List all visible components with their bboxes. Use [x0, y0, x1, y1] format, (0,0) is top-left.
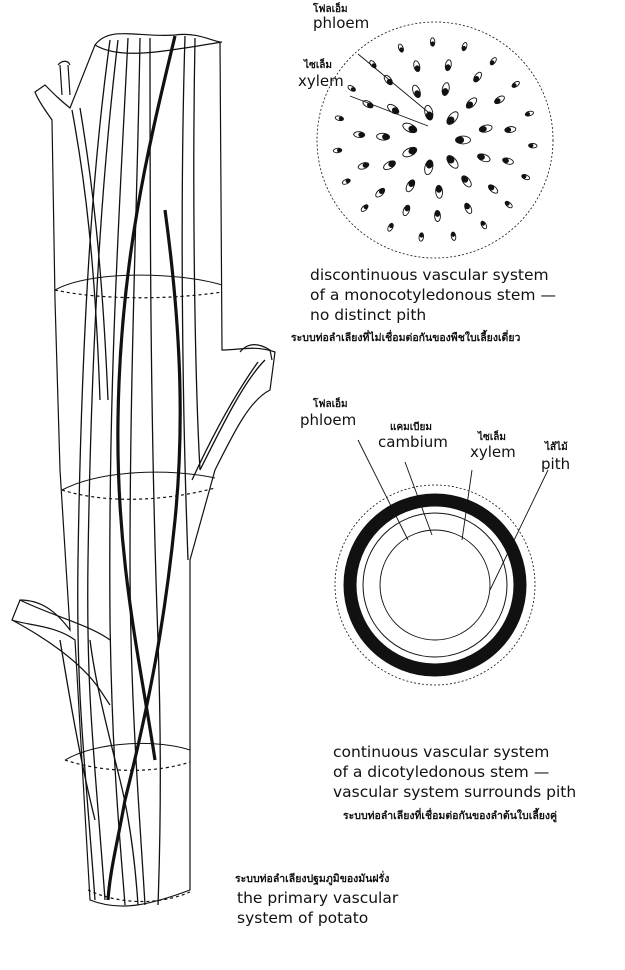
vascular-bundle — [461, 42, 468, 51]
dicot-cambium-label: cambium — [378, 433, 448, 451]
dicot-xylem-ring — [363, 513, 507, 657]
vascular-bundle — [489, 56, 498, 65]
dicot-pith-boundary — [380, 530, 490, 640]
vascular-bundle — [374, 187, 386, 199]
section-ring-1 — [55, 290, 222, 298]
mono-caption-line-2: of a monocotyledonous stem — — [310, 285, 556, 305]
vascular-bundle — [451, 232, 457, 241]
stem-top-cut — [95, 42, 222, 53]
mono-xylem-pointer — [350, 96, 428, 126]
vascular-bundle — [465, 96, 479, 110]
vascular-bundle — [387, 223, 395, 233]
vascular-bundle — [357, 161, 369, 170]
vascular-bundle — [411, 84, 422, 99]
vascular-bundle — [463, 202, 473, 214]
potato-caption-thai: ระบบท่อลำเลียงปฐมภูมิของมันฝรั่ง — [235, 870, 389, 887]
vascular-bundle — [444, 59, 452, 71]
mono-xylem-label: xylem — [298, 72, 344, 90]
dicot-caption-line-1: continuous vascular system — [333, 742, 549, 762]
monocot-vascular-bundles — [333, 38, 537, 242]
dicot-vascular-ring — [350, 500, 520, 670]
vascular-bundle — [430, 38, 435, 47]
vascular-bundle — [413, 60, 421, 72]
vascular-bundle — [419, 233, 425, 242]
vascular-bundle — [525, 110, 534, 117]
vascular-bundle — [460, 174, 473, 188]
vascular-bundle — [360, 204, 369, 213]
potato-caption-line-2: system of potato — [237, 908, 368, 928]
vascular-strands — [60, 36, 265, 905]
mono-caption-line-3: no distinct pith — [310, 305, 426, 325]
vascular-bundle — [441, 82, 450, 96]
vascular-bundle — [401, 121, 418, 135]
vascular-bundle — [335, 115, 344, 121]
vascular-bundle — [504, 126, 516, 133]
vascular-bundle — [493, 94, 505, 105]
vascular-bundle — [480, 220, 488, 230]
branch-sleeve — [240, 345, 272, 360]
dicot-caption-line-2: of a dicotyledonous stem — — [333, 762, 549, 782]
mono-caption-line-1: discontinuous vascular system — [310, 265, 549, 285]
mono-phloem-label: phloem — [313, 14, 369, 32]
vascular-bundle — [445, 154, 460, 171]
dicot-xylem-label: xylem — [470, 443, 516, 461]
dicot-phloem-label: phloem — [300, 411, 356, 429]
mono-xylem-thai-label: ไซเล็ม — [304, 58, 332, 73]
vascular-bundle — [504, 200, 513, 209]
vascular-bundle — [521, 173, 531, 180]
vascular-bundle — [376, 133, 389, 141]
dicot-caption-line-3: vascular system surrounds pith — [333, 782, 576, 802]
vascular-bundle — [472, 71, 483, 83]
dicot-cortex-outline — [335, 485, 535, 685]
vascular-bundle — [477, 152, 492, 163]
vascular-bundle — [423, 105, 434, 121]
vascular-bundle — [401, 145, 418, 159]
vascular-bundle — [342, 178, 352, 186]
vascular-bundle — [382, 159, 397, 171]
vascular-bundle — [402, 204, 412, 216]
dicot-phloem-thai-label: โฟลเอ็ม — [313, 397, 348, 412]
vascular-bundle — [502, 157, 514, 166]
vascular-bundle — [404, 178, 416, 193]
vascular-bundle — [445, 110, 460, 127]
vascular-bundle — [528, 143, 537, 148]
vascular-bundle — [347, 84, 357, 92]
vascular-bundle — [397, 43, 404, 52]
vascular-bundle — [487, 183, 499, 195]
section-ring-2-back — [62, 472, 215, 490]
vascular-bundle — [435, 185, 443, 198]
stem-outline — [12, 34, 275, 907]
dicot-pith-label: pith — [541, 455, 570, 473]
section-ring-1-back — [55, 275, 222, 290]
monocot-section-outline — [317, 22, 553, 258]
vascular-bundle — [456, 136, 471, 144]
branch-stub — [60, 65, 70, 95]
vascular-bundle — [479, 124, 493, 133]
dicot-caption-thai: ระบบท่อลำเลียงที่เชื่อมต่อกันของลำต้นใบเ… — [343, 807, 557, 824]
dicot-pith-thai-label: ไส้ไม้ — [545, 440, 568, 455]
vascular-bundle — [333, 148, 342, 153]
section-ring-2 — [62, 488, 215, 499]
vascular-bundle — [423, 159, 434, 175]
vascular-bundle — [434, 210, 440, 221]
mono-caption-thai: ระบบท่อลำเลียงที่ไม่เชื่อมต่อกันของพืชใบ… — [291, 329, 520, 346]
potato-caption-line-1: the primary vascular — [237, 888, 398, 908]
vascular-bundle — [386, 103, 400, 116]
vascular-bundle — [511, 80, 520, 88]
vascular-bundle — [353, 131, 364, 138]
